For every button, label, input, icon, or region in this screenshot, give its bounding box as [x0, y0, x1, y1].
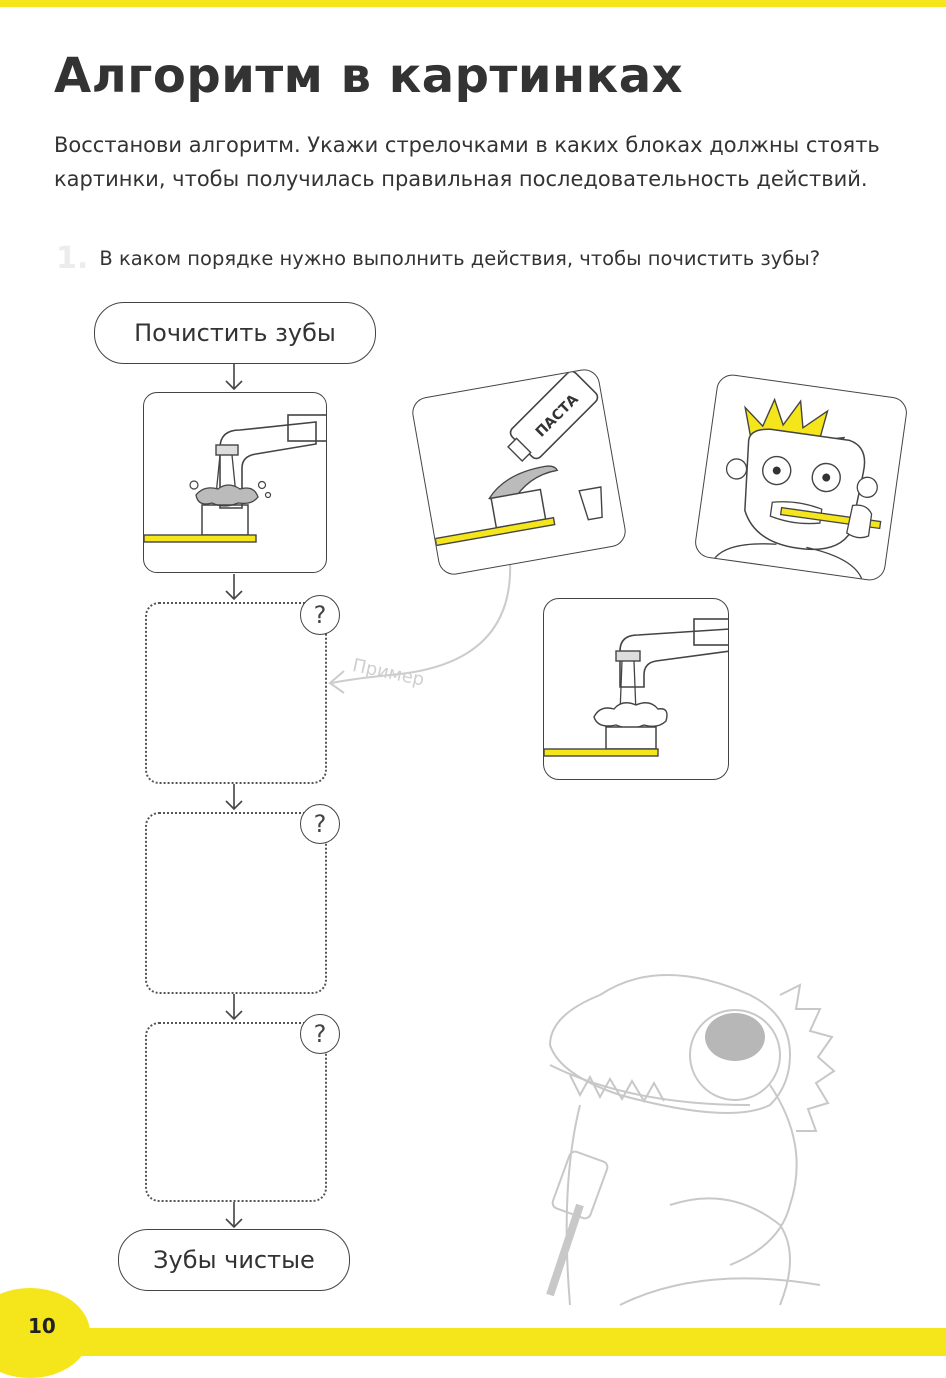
flow-placeholder-2[interactable] — [145, 812, 327, 994]
boy-illustration — [713, 397, 882, 581]
bottom-accent-bar — [0, 1328, 946, 1356]
flow-end-terminal: Зубы чистые — [118, 1229, 350, 1291]
page-number: 10 — [28, 1314, 56, 1338]
card-rinse-brush[interactable] — [543, 598, 729, 780]
flow-arrow-1 — [225, 364, 243, 391]
task-text: В каком порядке нужно выполнить действия… — [99, 247, 821, 270]
flow-arrow-5 — [225, 1202, 243, 1229]
top-accent-bar — [0, 0, 946, 7]
flow-arrow-2 — [225, 574, 243, 601]
card-boy-brushing[interactable] — [693, 372, 909, 583]
question-badge-3: ? — [300, 1014, 340, 1054]
dinosaur-decoration-icon — [546, 974, 836, 1306]
flow-start-terminal: Почистить зубы — [94, 302, 376, 364]
question-badge-2: ? — [300, 804, 340, 844]
flow-arrow-3 — [225, 784, 243, 811]
flow-placeholder-3[interactable] — [145, 1022, 327, 1202]
flow-arrow-4 — [225, 994, 243, 1021]
page-title: Алгоритм в картинках — [54, 48, 684, 104]
instruction-text: Восстанови алгоритм. Укажи стрелочками в… — [54, 133, 880, 191]
rinse-illustration — [544, 618, 728, 757]
flow-step-1-wet-brush — [143, 392, 327, 573]
wet-brush-illustration — [144, 414, 326, 543]
task-number-dot: . — [76, 241, 89, 276]
flow-placeholder-1[interactable] — [145, 602, 327, 784]
question-badge-1: ? — [300, 595, 340, 635]
card-paste-on-brush[interactable]: ПАСТА — [409, 366, 629, 578]
paste-illustration: ПАСТА — [434, 370, 603, 547]
task-number: 1 — [56, 241, 77, 276]
task-question: 1. В каком порядке нужно выполнить дейст… — [56, 241, 936, 276]
example-arrow — [328, 559, 512, 694]
